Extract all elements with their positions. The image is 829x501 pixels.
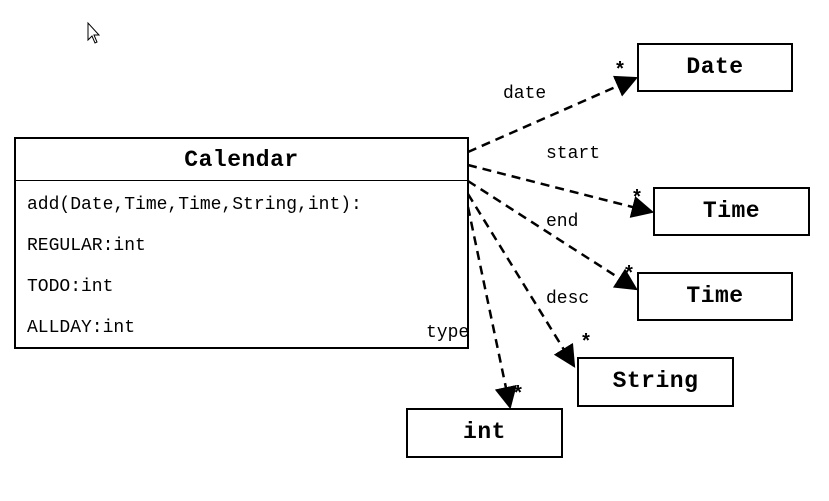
calendar-class-name: Calendar (184, 147, 299, 173)
association-line-start (467, 163, 655, 218)
time-end-class-name: Time (686, 283, 744, 309)
multiplicity-start: * (631, 188, 644, 211)
role-label-start: start (546, 144, 601, 164)
class-divider (16, 180, 467, 181)
time-start-class-name: Time (702, 198, 761, 224)
class-member: ALLDAY:int (27, 318, 136, 338)
association-line-end (467, 179, 638, 291)
calendar-class-box[interactable]: Calendar add(Date,Time,Time,String,int):… (14, 137, 469, 349)
time-start-class-box[interactable]: Time (653, 187, 810, 236)
time-end-class-box[interactable]: Time (637, 272, 793, 321)
date-class-box[interactable]: Date (637, 43, 793, 92)
string-class-name: String (612, 368, 699, 394)
class-member: TODO:int (27, 277, 114, 297)
role-label-end: end (546, 212, 579, 232)
association-line-type (466, 206, 517, 410)
mouse-cursor-icon (87, 21, 101, 44)
int-class-box[interactable]: int (406, 408, 563, 458)
association-line-desc (466, 193, 576, 368)
association-line-date (467, 75, 639, 154)
date-class-name: Date (686, 54, 744, 80)
multiplicity-type: * (512, 384, 525, 407)
string-class-box[interactable]: String (577, 357, 734, 407)
class-member: add(Date,Time,Time,String,int): (27, 195, 362, 215)
int-class-name: int (463, 419, 506, 445)
multiplicity-end: * (623, 264, 636, 287)
role-label-desc: desc (546, 289, 590, 309)
role-label-date: date (503, 84, 547, 104)
multiplicity-date: * (614, 60, 627, 83)
multiplicity-desc: * (580, 332, 593, 355)
role-label-type: type (426, 323, 470, 343)
class-member: REGULAR:int (27, 236, 146, 256)
